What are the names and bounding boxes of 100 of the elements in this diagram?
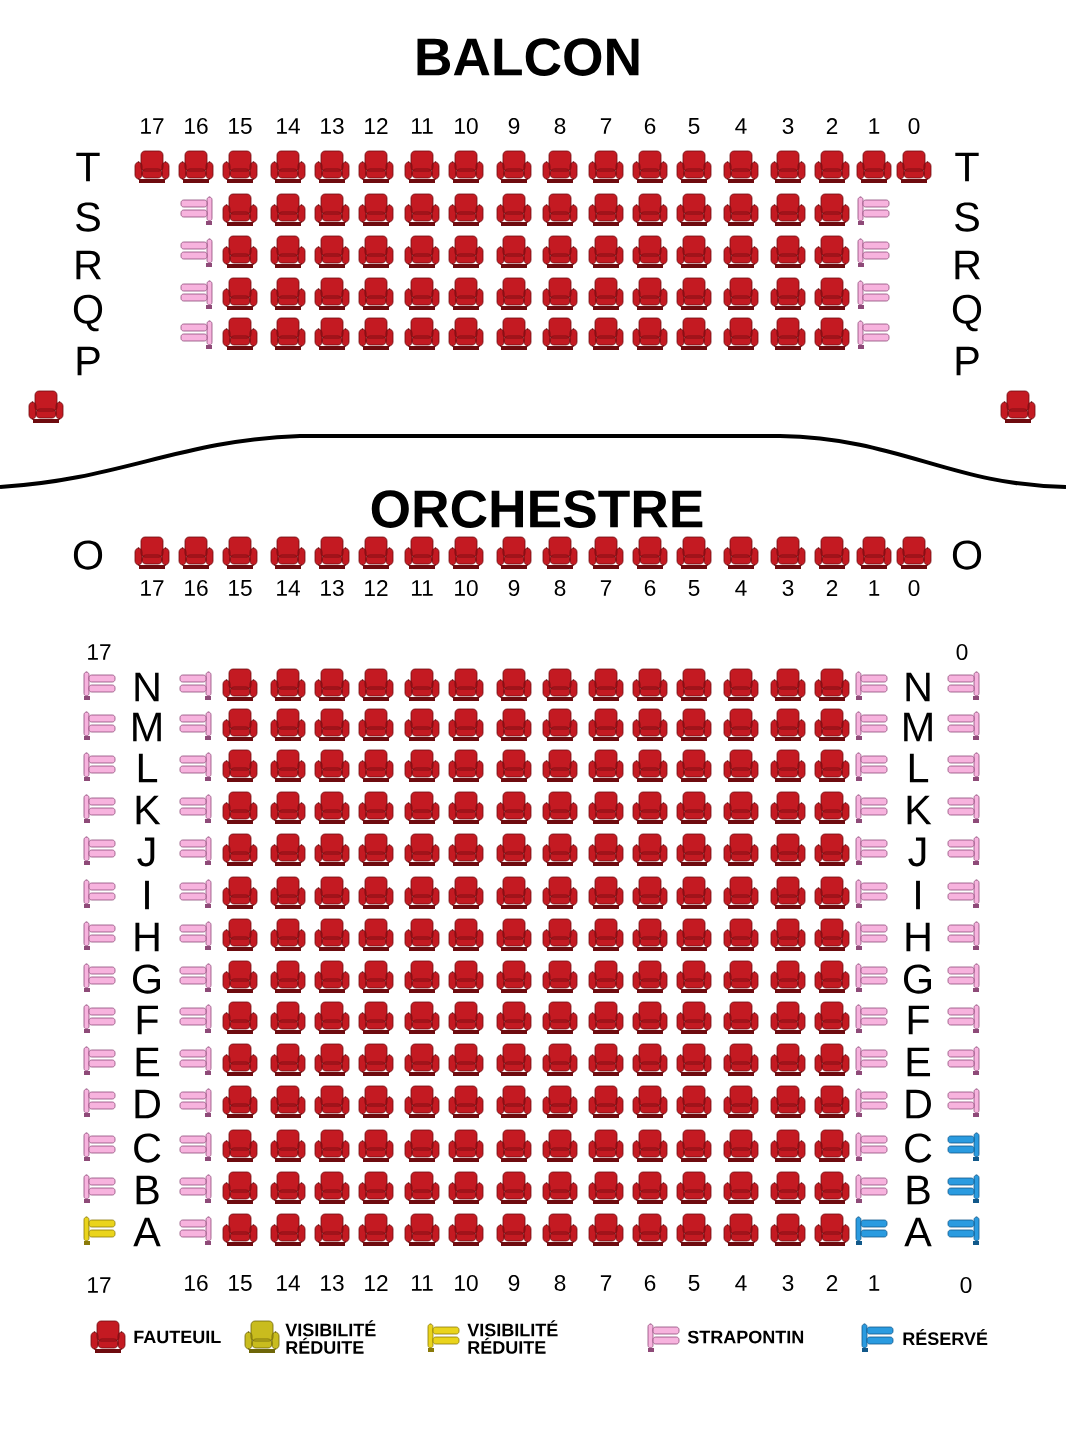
seat-number: 7 (600, 1275, 612, 1291)
row-letter: P (956, 346, 979, 376)
seat-number: 4 (735, 1275, 747, 1291)
seat-number: 4 (735, 580, 747, 596)
seat-number: 0 (956, 644, 968, 661)
row-letter: D (906, 1089, 931, 1119)
seat-number: 10 (455, 1275, 478, 1292)
row-letter: N (906, 672, 930, 702)
seat-number: 11 (411, 1275, 433, 1291)
seat-number: 2 (826, 580, 838, 596)
row-letter: N (135, 672, 159, 702)
row-letter: L (909, 753, 929, 783)
seat-number: 14 (277, 580, 300, 596)
row-letter: H (906, 922, 930, 952)
row-letter: G (133, 964, 160, 994)
legend-label: RÉSERVÉ (903, 1328, 988, 1346)
seat-number: 9 (508, 580, 520, 597)
seat-number: 8 (554, 118, 566, 135)
seat-number: 8 (554, 1275, 566, 1292)
row-letter: C (134, 1133, 161, 1163)
seat-number: 0 (908, 118, 920, 135)
seat-number: 17 (88, 644, 111, 660)
seat-number: 6 (644, 1275, 656, 1292)
seat-number: 6 (644, 580, 656, 597)
seat-number: 11 (411, 580, 433, 596)
seat-number: 7 (600, 118, 612, 134)
row-letter: R (76, 250, 101, 280)
row-letter: K (907, 795, 932, 825)
seat-number: 3 (782, 1275, 794, 1292)
seat-number: 1 (869, 1275, 880, 1291)
seat-number: 1 (869, 580, 880, 596)
row-letter: M (133, 712, 161, 742)
row-letter: O (952, 540, 982, 570)
row-letter: R (955, 250, 980, 280)
row-letter: B (907, 1175, 930, 1205)
seat-number: 7 (600, 580, 612, 596)
seat-number: 9 (508, 118, 520, 135)
row-letter: J (908, 837, 926, 867)
row-letter: F (908, 1005, 929, 1035)
seat-number: 10 (455, 580, 478, 597)
row-letter: G (904, 964, 931, 994)
row-letter: I (145, 880, 149, 910)
section-heading: BALCON (417, 38, 639, 76)
seat-number: 16 (185, 580, 208, 597)
row-letter: T (955, 152, 979, 182)
seat-number: 16 (185, 1275, 208, 1292)
row-letter: E (907, 1047, 930, 1077)
seat-number: 17 (141, 118, 164, 134)
seat-number: 4 (735, 118, 747, 134)
seat-number: 10 (455, 118, 478, 135)
row-letter: O (73, 540, 103, 570)
row-letter: M (904, 712, 932, 742)
seat-number: 2 (826, 118, 838, 134)
seat-number: 13 (321, 580, 344, 597)
row-letter: L (138, 753, 158, 783)
seat-number: 16 (185, 118, 208, 135)
seat-number: 14 (277, 118, 300, 134)
seat-number: 1 (869, 118, 880, 134)
section-heading: ORCHESTRE (371, 490, 703, 528)
row-letter: D (135, 1089, 160, 1119)
seat-number: 13 (321, 1275, 344, 1292)
seat-number: 5 (688, 1275, 700, 1291)
row-letter: Q (952, 294, 982, 332)
seat-number: 3 (782, 118, 794, 135)
seat-number: 15 (229, 1275, 252, 1291)
seat-number: 15 (229, 118, 252, 134)
row-letter: E (136, 1047, 159, 1077)
row-letter: Q (73, 294, 103, 332)
row-letter: B (136, 1175, 159, 1205)
row-letter: C (905, 1133, 932, 1163)
seat-number: 11 (411, 118, 433, 134)
seat-number: 13 (321, 118, 344, 135)
seat-number: 9 (508, 1275, 520, 1292)
row-letter: S (955, 202, 979, 232)
legend-label: VISIBILITÉ RÉDUITE (285, 1320, 376, 1354)
seat-number: 5 (688, 580, 700, 596)
row-letter: K (136, 795, 161, 825)
seat-number: 14 (277, 1275, 300, 1291)
seat-number: 6 (644, 118, 656, 135)
seat-number: 12 (365, 118, 388, 134)
row-letter: A (904, 1217, 932, 1247)
row-letter: J (137, 837, 155, 867)
row-letter: S (76, 202, 100, 232)
row-letter: T (76, 152, 100, 182)
row-letter: A (133, 1217, 161, 1247)
row-letter: H (135, 922, 159, 952)
seat-number: 15 (229, 580, 252, 596)
legend-label: VISIBILITÉ RÉDUITE (467, 1320, 558, 1354)
seat-number: 3 (782, 580, 794, 597)
row-letter: P (77, 346, 100, 376)
seat-number: 8 (554, 580, 566, 597)
row-letter: F (137, 1005, 158, 1035)
seat-number: 5 (688, 118, 700, 134)
seat-number: 17 (141, 580, 164, 596)
seat-number: 0 (960, 1277, 972, 1294)
legend-label: FAUTEUIL (134, 1330, 221, 1344)
seat-number: 2 (826, 1275, 838, 1291)
seat-number: 0 (908, 580, 920, 597)
seat-number: 17 (88, 1277, 111, 1293)
legend-label: STRAPONTIN (687, 1330, 804, 1344)
